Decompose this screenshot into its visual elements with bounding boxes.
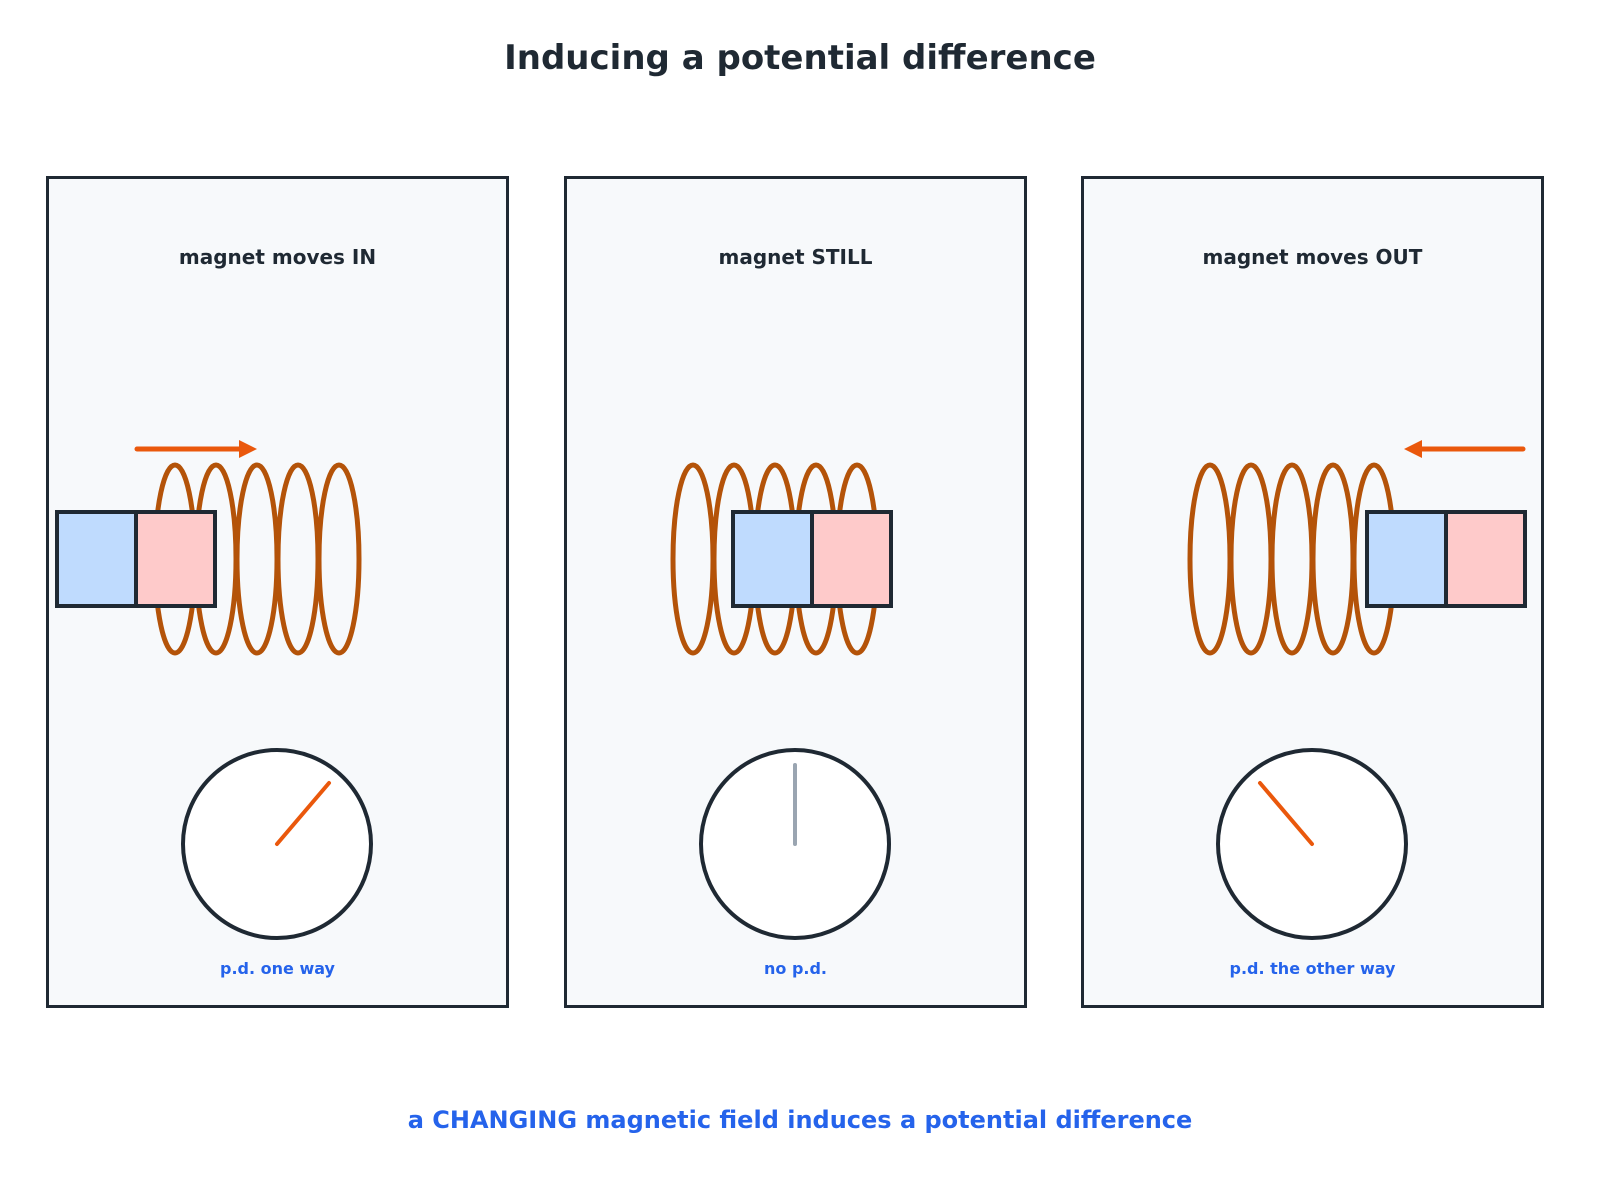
meter [181,748,373,940]
page-title: Inducing a potential difference [504,38,1096,78]
bar-magnet [1365,510,1527,608]
meter-needle [275,781,331,846]
magnet-south-pole [1444,510,1527,608]
magnet-south-pole [810,510,893,608]
panel-magnet-in: magnet moves IN p.d. one way [46,176,509,1008]
panel-heading: magnet moves IN [178,245,377,269]
magnet-north-pole [55,510,138,608]
coil [1187,462,1397,656]
motion-arrow-left [1404,440,1526,458]
panel-heading: magnet STILL [718,245,873,269]
panel-caption: p.d. one way [220,959,335,978]
magnet-south-pole [134,510,217,608]
meter [1216,748,1408,940]
bar-magnet [731,510,893,608]
footer-summary: a CHANGING magnetic field induces a pote… [407,1106,1193,1134]
panel-caption: p.d. the other way [1229,959,1396,978]
panel-heading: magnet moves OUT [1202,245,1423,269]
motion-arrow-right [134,440,257,458]
meter-needle [1258,781,1314,846]
meter [699,748,891,940]
magnet-north-pole [731,510,814,608]
panel-caption: no p.d. [763,959,827,978]
panel-magnet-out: magnet moves OUT p.d. the other way [1081,176,1544,1008]
magnet-still-diagram [670,462,893,940]
magnet-north-pole [1365,510,1448,608]
bar-magnet [55,510,217,608]
magnet-out-diagram [1187,440,1527,940]
panel-magnet-still: magnet STILL no p.d. [564,176,1027,1008]
magnet-in-diagram [55,440,373,940]
